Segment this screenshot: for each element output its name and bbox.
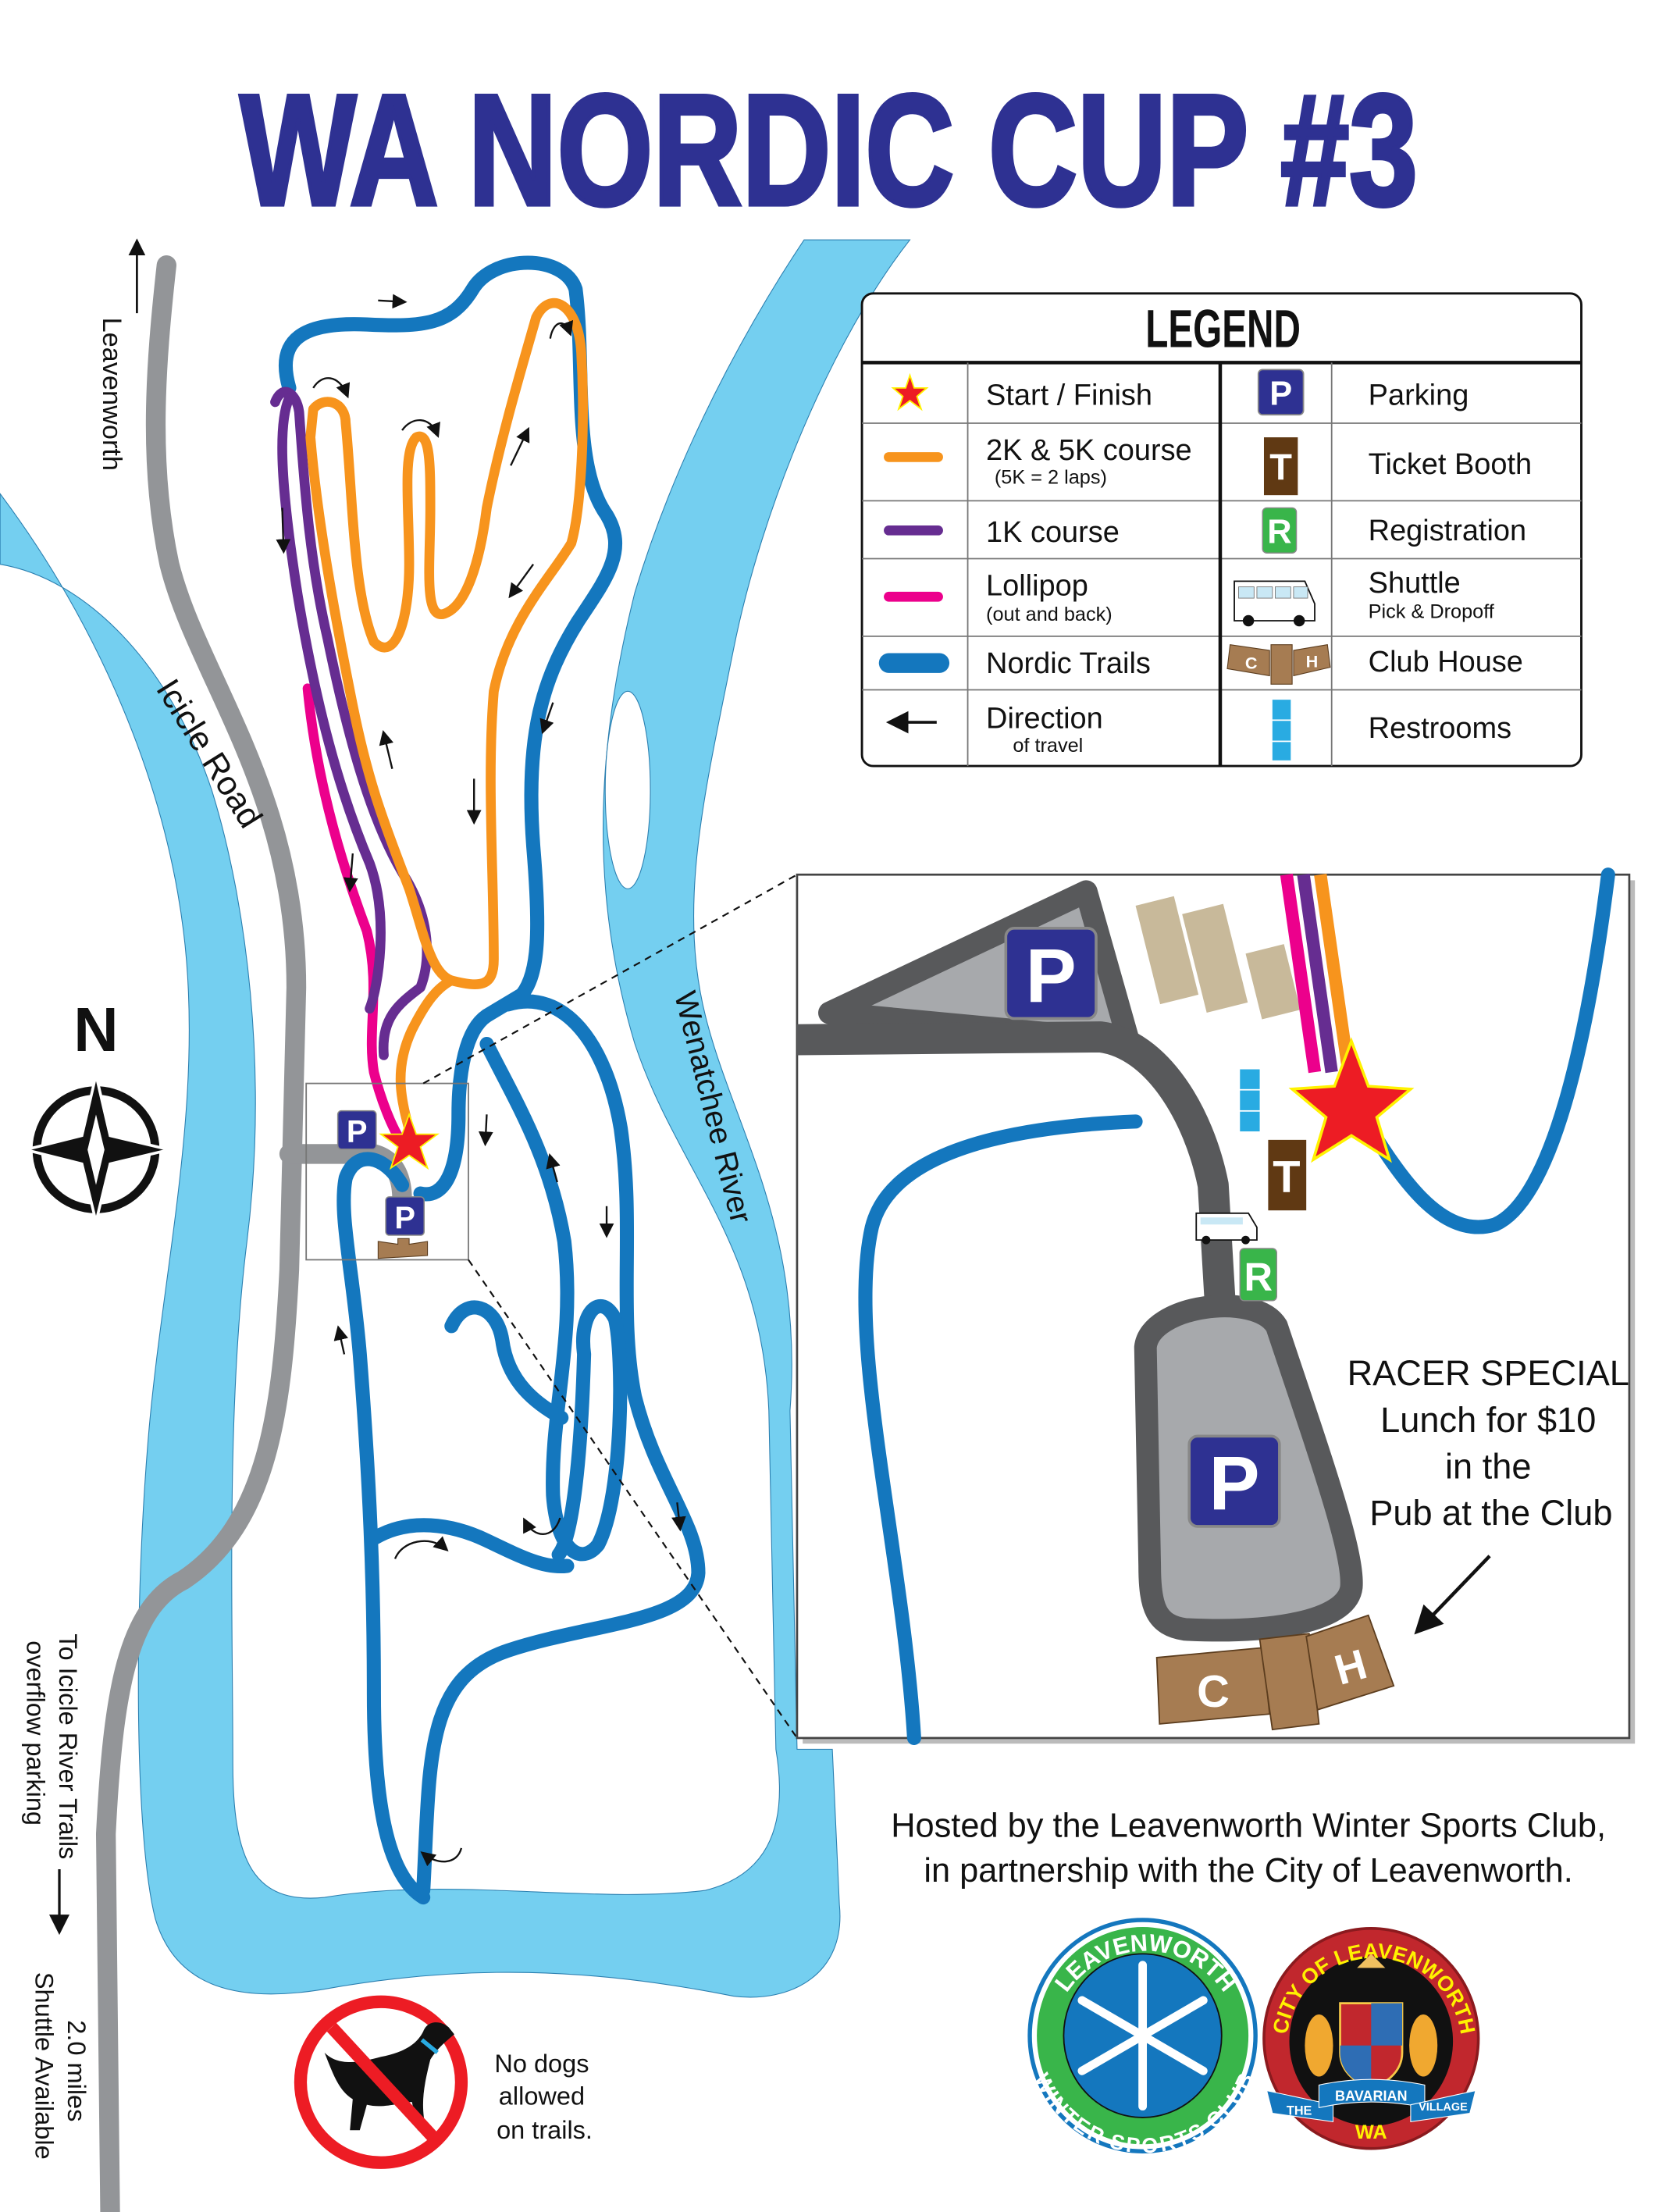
- 2k-5k-course: [305, 297, 588, 989]
- winter-sports-club-logo: LEAVENWORTH WINTER SPORTS CLUB: [1027, 1918, 1258, 2158]
- parking-icon: P: [1257, 369, 1305, 416]
- registration-icon: R: [1262, 507, 1298, 554]
- inset-start-finish-star: [1288, 1037, 1415, 1163]
- leavenworth-label: Leavenworth: [97, 318, 126, 471]
- legend-label-shuttle: Shuttle: [1369, 567, 1461, 600]
- dog-silhouette-icon: [324, 2022, 454, 2131]
- legend-label-restrooms: Restrooms: [1369, 712, 1511, 745]
- inset-access-road: [796, 1021, 1236, 1306]
- start-area-inset: P P T R C H RACER SPECIAL Lunch for $10 …: [796, 867, 1636, 1745]
- legend-sub-direction: of travel: [1013, 735, 1083, 757]
- snowflake-icon: [1077, 1961, 1208, 2110]
- svg-text:P: P: [1209, 1441, 1260, 1526]
- svg-text:T: T: [1273, 1152, 1300, 1202]
- legend-sub-shuttle: Pick & Dropoff: [1369, 600, 1495, 622]
- legend-title: LEGEND: [1145, 298, 1301, 358]
- legend-label-registration: Registration: [1369, 515, 1526, 547]
- racer-special-arrow-icon: [1414, 1555, 1491, 1635]
- 1k-course: [270, 386, 433, 1060]
- hosted-by-line2: in partnership with the City of Leavenwo…: [924, 1852, 1572, 1890]
- river: [0, 239, 911, 1998]
- svg-text:VILLAGE: VILLAGE: [1419, 2101, 1468, 2114]
- legend-label-club-house: Club House: [1369, 646, 1523, 679]
- svg-text:P: P: [394, 1201, 415, 1235]
- inset-nordic-trail: [1354, 867, 1615, 1234]
- legend-label-direction: Direction: [986, 702, 1103, 735]
- map-parking-icon: P: [385, 1196, 425, 1236]
- inset-tents: [1135, 896, 1301, 1020]
- svg-text:H: H: [1306, 652, 1319, 671]
- legend-label-2k-5k: 2K & 5K course: [986, 434, 1192, 467]
- club-house-icon: C H: [1226, 644, 1331, 685]
- direction-arrows: [276, 294, 686, 1867]
- svg-text:R: R: [1267, 514, 1291, 551]
- legend-label-1k: 1K course: [986, 516, 1120, 549]
- shuttle-icon: [1234, 580, 1315, 627]
- svg-text:P: P: [347, 1115, 368, 1149]
- shuttle-distance: 2.0 miles: [62, 2020, 91, 2121]
- legend-sub-lollipop: (out and back): [986, 604, 1113, 625]
- icicle-road: [95, 255, 307, 2212]
- legend-label-ticket-booth: Ticket Booth: [1369, 448, 1532, 481]
- overflow-parking-line2: overflow parking: [21, 1640, 49, 1826]
- north-compass: N: [25, 995, 170, 1223]
- hosted-by-line1: Hosted by the Leavenworth Winter Sports …: [891, 1807, 1606, 1844]
- svg-text:C: C: [1197, 1667, 1230, 1717]
- inset-parking-icon: P: [1187, 1434, 1281, 1528]
- legend-label-parking: Parking: [1369, 379, 1469, 412]
- map-club-house-icon: [377, 1238, 429, 1259]
- no-dogs-sign: [294, 1995, 468, 2169]
- svg-text:WA: WA: [1355, 2121, 1387, 2143]
- restrooms-icon: [1272, 700, 1291, 760]
- svg-text:BAVARIAN: BAVARIAN: [1335, 2088, 1408, 2103]
- svg-text:P: P: [1026, 933, 1077, 1018]
- inset-1k-course: [1297, 874, 1338, 1074]
- inset-nordic-trail: [858, 1114, 1143, 1745]
- page-title: WA NORDIC CUP #3: [240, 62, 1418, 238]
- inset-restrooms-icon: [1240, 1069, 1260, 1132]
- ticket-booth-icon: T: [1263, 437, 1298, 496]
- river-island: [604, 690, 651, 889]
- star-icon: [891, 372, 929, 411]
- lollipop-course: [302, 683, 408, 1148]
- city-of-leavenworth-logo: CITY OF LEAVENWORTH THE BAVARIAN VILLAGE…: [1262, 1927, 1480, 2150]
- inset-shuttle-icon: [1195, 1212, 1258, 1245]
- svg-text:T: T: [1269, 446, 1292, 487]
- map-parking-icon: P: [336, 1110, 377, 1150]
- shuttle-available: Shuttle Available: [30, 1972, 58, 2160]
- 2k-5k-course-start: [395, 975, 457, 1145]
- svg-text:P: P: [1269, 376, 1292, 413]
- inset-leader-bottom: [468, 1259, 798, 1739]
- inset-leader-top: [422, 874, 798, 1085]
- no-dogs-line1: No dogs: [494, 2050, 589, 2078]
- svg-text:THE: THE: [1287, 2103, 1312, 2118]
- inset-2k-5k-course: [1314, 874, 1355, 1074]
- inset-ticket-booth-icon: T: [1268, 1139, 1307, 1211]
- inset-club-house-icon: C H: [1155, 1614, 1395, 1731]
- inset-parking-icon: P: [1004, 927, 1098, 1021]
- svg-text:C: C: [1245, 653, 1258, 672]
- racer-special-line2: Lunch for $10: [1380, 1400, 1596, 1440]
- racer-special-title: RACER SPECIAL: [1347, 1353, 1629, 1393]
- overflow-parking-line1: To Icicle River Trails: [54, 1633, 82, 1859]
- legend: LEGEND Start / Finish 2K & 5K course (5K…: [860, 292, 1582, 768]
- inset-registration-icon: R: [1239, 1248, 1277, 1302]
- svg-text:R: R: [1244, 1255, 1273, 1299]
- 1k-course-return: [277, 393, 386, 1014]
- no-dogs-line3: on trails.: [497, 2116, 593, 2144]
- legend-label-lollipop: Lollipop: [986, 569, 1088, 602]
- no-dogs-line2: allowed: [499, 2082, 585, 2110]
- map-start-finish-star: [379, 1112, 440, 1170]
- north-label: N: [73, 995, 118, 1064]
- legend-label-start-finish: Start / Finish: [986, 379, 1152, 412]
- racer-special-line3: in the: [1445, 1446, 1531, 1486]
- legend-sub-2k-5k: (5K = 2 laps): [995, 467, 1107, 489]
- racer-special-line4: Pub at the Club: [1369, 1493, 1612, 1533]
- legend-label-nordic-trails: Nordic Trails: [986, 647, 1151, 680]
- inset-source-frame: [305, 1082, 469, 1261]
- inset-lollipop-course: [1280, 874, 1322, 1074]
